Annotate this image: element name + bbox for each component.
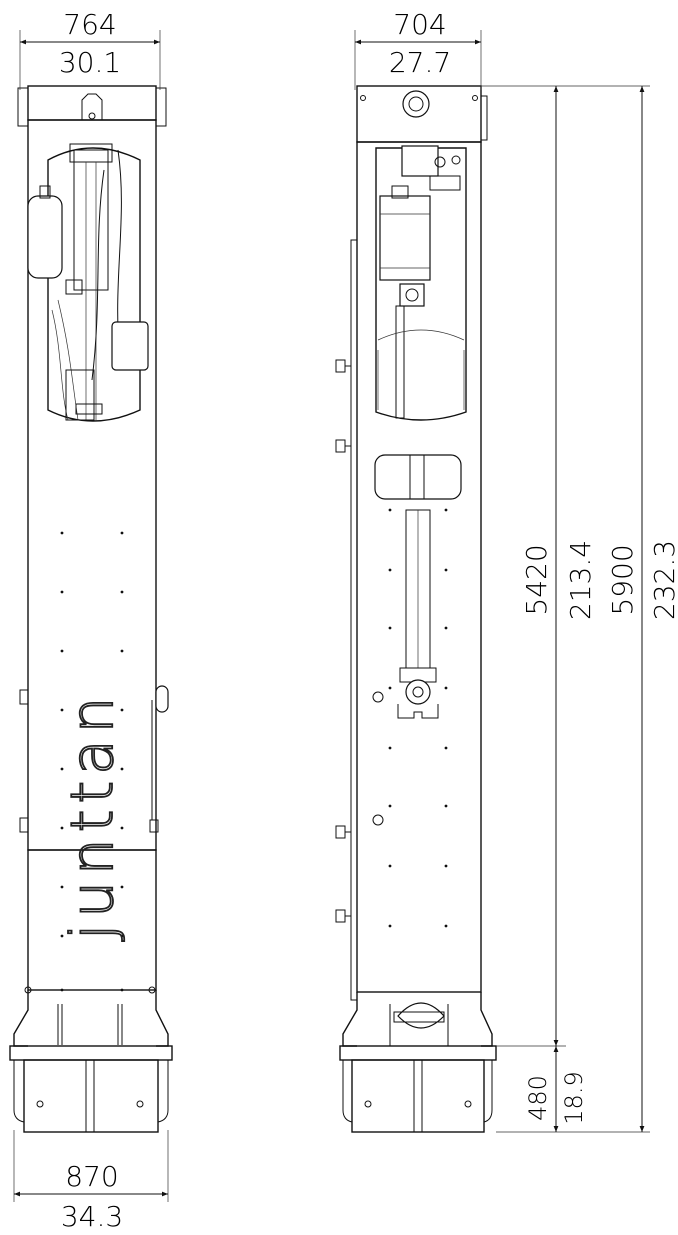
side-grease-nipple-1 — [372, 691, 384, 703]
front-gusset-right — [155, 990, 169, 1047]
dim-left-top-in: 30.1 — [59, 46, 121, 79]
dim-height-a-mm: 5420 — [520, 544, 553, 615]
side-base-box — [351, 1059, 485, 1133]
front-side-handle — [155, 685, 169, 713]
front-top-lug-right — [155, 87, 167, 127]
front-lifting-eye — [81, 93, 103, 120]
dim-base-mm: 480 — [524, 1075, 552, 1121]
front-side-lug-3 — [149, 819, 159, 833]
side-pivot — [405, 679, 431, 705]
front-hydraulic-cylinder — [73, 149, 109, 291]
front-hose-b — [91, 169, 105, 381]
front-accumulator-left — [27, 195, 63, 279]
front-view — [9, 85, 173, 1133]
side-edge-strip — [350, 239, 358, 1001]
side-valve-block — [401, 145, 439, 177]
dim-height-total-in: 232.3 — [648, 540, 678, 620]
dim-height-a-in: 213.4 — [564, 540, 597, 620]
dim-verticals — [481, 85, 650, 1133]
front-side-lug-1 — [19, 689, 29, 705]
front-upper-window — [47, 147, 141, 422]
dim-base-in: 18.9 — [560, 1071, 588, 1124]
side-access-cover — [374, 454, 462, 500]
side-upper-window — [375, 147, 467, 421]
side-bolt-pattern — [388, 508, 448, 928]
side-gusset-right — [480, 992, 493, 1047]
side-grease-nipple-2 — [372, 814, 384, 826]
front-lower-column — [27, 849, 157, 991]
dim-left-bottom-in: 34.3 — [61, 1200, 123, 1233]
front-gusset-left — [13, 990, 29, 1047]
side-view — [335, 85, 497, 1133]
dim-left-bottom-mm: 870 — [65, 1160, 118, 1193]
dim-left-top-mm: 764 — [63, 8, 116, 41]
side-hydraulic-cylinder — [379, 195, 431, 281]
dim-left-bottom — [13, 1130, 169, 1202]
front-base-flange — [9, 1045, 173, 1061]
front-accumulator-cap — [39, 185, 51, 199]
dim-right-top-mm: 704 — [393, 8, 446, 41]
front-valve-block — [69, 143, 113, 163]
side-cylinder-clevis — [399, 283, 425, 307]
side-base-flange — [339, 1045, 497, 1061]
front-top-lug-left — [17, 87, 29, 127]
side-lower-clamp — [397, 1002, 445, 1029]
brand-logo: junttan — [58, 691, 126, 942]
front-lifting-pin — [88, 112, 96, 120]
dim-height-total-mm: 5900 — [606, 544, 639, 615]
front-top-frame — [27, 85, 157, 121]
front-motor — [111, 321, 149, 371]
front-base-box — [23, 1059, 159, 1133]
front-side-lug-2 — [19, 817, 29, 833]
dim-left-top — [19, 30, 161, 90]
dim-right-top-in: 27.7 — [389, 46, 451, 79]
side-lifting-eye — [402, 90, 430, 118]
dim-right-top — [354, 30, 482, 90]
